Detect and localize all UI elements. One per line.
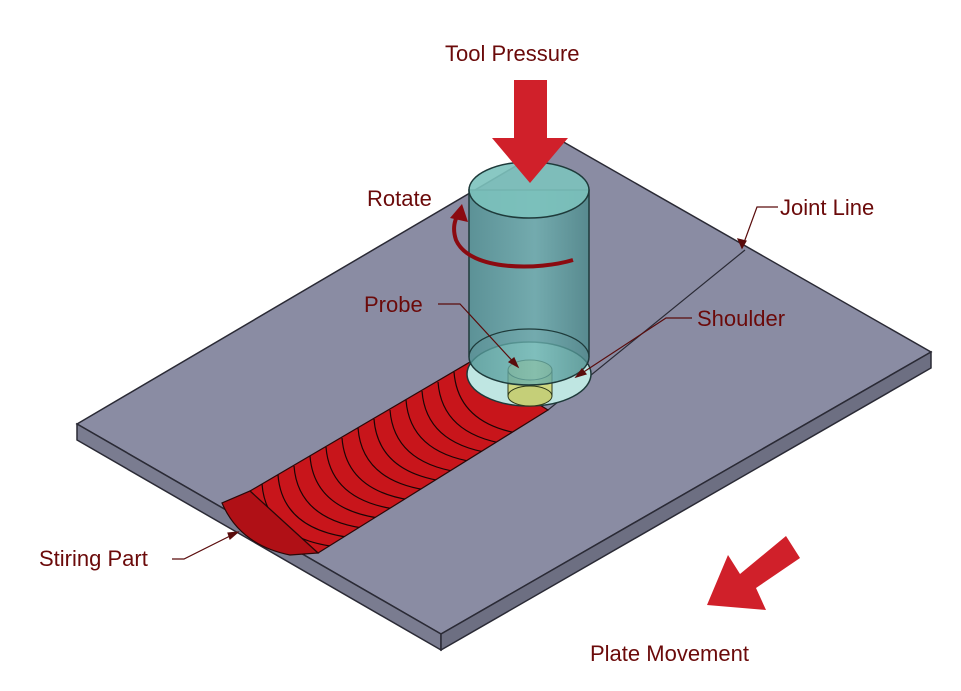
stiring-part-label: Stiring Part [39,546,148,571]
stirred-weld-zone [221,361,550,556]
plate-movement-label: Plate Movement [590,641,749,666]
probe-label: Probe [364,292,423,317]
probe-leader [438,303,519,368]
rotate-label: Rotate [367,186,432,211]
rotation-arrow-icon [450,204,574,269]
plate-movement-arrow-icon [707,536,800,610]
tool-pressure-label: Tool Pressure [445,41,580,66]
rotating-tool [466,161,592,407]
tool-shoulder-rim [468,328,590,358]
shoulder-leader [575,317,692,378]
shoulder-label: Shoulder [697,306,786,331]
joint-line-label: Joint Line [780,195,875,220]
stiring-part-leader [172,532,237,560]
tool-cylinder-body [468,189,590,386]
plate-right-edge [440,350,932,652]
joint-line-leader [741,206,778,249]
leader-lines [172,206,778,560]
tool-pressure-arrow-icon [492,80,568,183]
